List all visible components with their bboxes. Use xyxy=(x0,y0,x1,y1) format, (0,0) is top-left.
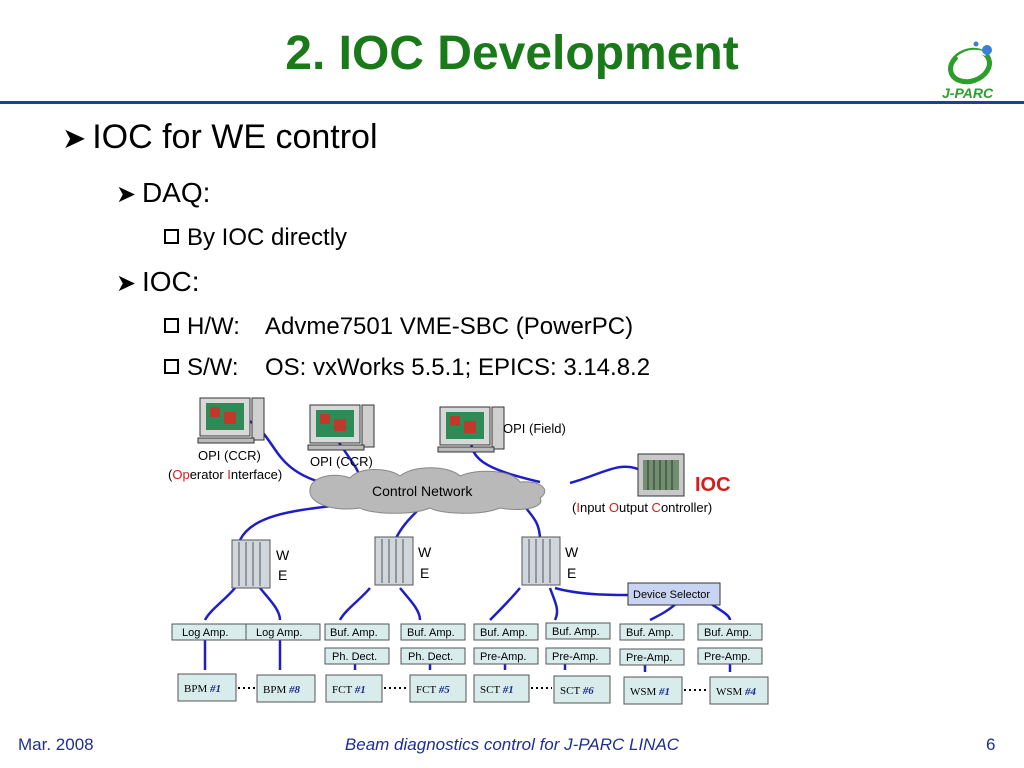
device-row: BPM #1 BPM #8 FCT #1 FCT #5 SCT #1 SCT #… xyxy=(177,673,769,705)
sw-value: OS: vxWorks 5.5.1; EPICS: 3.14.8.2 xyxy=(265,354,651,381)
amp-label: Ph. Dect. xyxy=(408,651,453,663)
page-title: 2. IOC Development xyxy=(285,27,739,80)
amp-row-2: Ph. Dect. Ph. Dect. Pre-Amp. Pre-Amp. Pr… xyxy=(324,647,763,666)
device-selector-label: Device Selector xyxy=(633,589,710,601)
opi-full-label: (Operator Interface) xyxy=(168,467,282,482)
amp-label: Log Amp. xyxy=(256,627,302,639)
amp-label: Buf. Amp. xyxy=(480,627,528,639)
device-label: SCT #6 xyxy=(560,685,594,697)
sw-label: S/W: xyxy=(187,354,239,381)
we-w-label: W xyxy=(276,547,290,563)
amp-label: Buf. Amp. xyxy=(330,627,378,639)
hw-value: Advme7501 VME-SBC (PowerPC) xyxy=(265,313,634,340)
footer-title: Beam diagnostics control for J-PARC LINA… xyxy=(344,735,680,754)
we-w-label: W xyxy=(418,544,432,560)
square-bullet-icon xyxy=(164,229,179,245)
opi-field-icon xyxy=(437,406,505,453)
arrow-bullet-icon: ➤ xyxy=(116,181,136,208)
opi-ccr-1-label: OPI (CCR) xyxy=(198,448,261,463)
opi-field-label: OPI (Field) xyxy=(503,421,566,436)
ioc-crate-icon xyxy=(637,453,685,497)
amp-label: Buf. Amp. xyxy=(552,626,600,638)
square-bullet-icon xyxy=(164,359,179,375)
ioc-full-label: (Input Output Controller) xyxy=(572,500,712,515)
we-e-label: E xyxy=(278,567,287,583)
amp-label: Pre-Amp. xyxy=(480,651,526,663)
amp-row-1: Log Amp. Log Amp. Buf. Amp. Buf. Amp. Bu… xyxy=(171,622,763,641)
arrow-bullet-icon: ➤ xyxy=(62,123,87,155)
bullet-ioc-we: ➤IOC for WE control xyxy=(62,118,378,157)
device-label: BPM #8 xyxy=(263,684,301,696)
amp-label: Buf. Amp. xyxy=(626,627,674,639)
system-diagram: OPI (CCR) (Operator Interface) OPI (CCR)… xyxy=(168,397,769,705)
amp-label: Log Amp. xyxy=(182,627,228,639)
device-label: FCT #5 xyxy=(416,684,450,696)
we-crate-1: W E xyxy=(231,539,290,589)
amp-label: Ph. Dect. xyxy=(332,651,377,663)
square-bullet-icon xyxy=(164,318,179,334)
bullet-ioc-text: IOC: xyxy=(141,266,200,297)
bullet-daq-item: By IOC directly xyxy=(164,224,347,252)
logo-text: J-PARC xyxy=(942,85,994,101)
device-label: BPM #1 xyxy=(184,683,221,695)
device-label: SCT #1 xyxy=(480,684,514,696)
amp-label: Pre-Amp. xyxy=(704,651,750,663)
device-label: WSM #4 xyxy=(716,686,757,698)
bullet-ioc-we-text: IOC for WE control xyxy=(92,118,378,156)
bullet-daq-item-text: By IOC directly xyxy=(187,224,348,251)
device-label: WSM #1 xyxy=(630,686,670,698)
amp-label: Buf. Amp. xyxy=(704,627,752,639)
device-selector: Device Selector xyxy=(627,582,721,606)
bullet-ioc: ➤IOC: xyxy=(116,266,200,298)
bullet-daq-text: DAQ: xyxy=(141,177,211,208)
amp-label: Pre-Amp. xyxy=(626,652,672,664)
we-crate-3: W E xyxy=(521,536,579,586)
hw-label: H/W: xyxy=(187,313,240,340)
control-network-label: Control Network xyxy=(372,483,473,499)
device-label: FCT #1 xyxy=(332,684,366,696)
we-e-label: E xyxy=(567,565,576,581)
footer-date: Mar. 2008 xyxy=(18,735,94,754)
ioc-label: IOC xyxy=(695,474,731,496)
we-w-label: W xyxy=(565,544,579,560)
arrow-bullet-icon: ➤ xyxy=(116,270,136,297)
j-parc-logo: J-PARC xyxy=(942,41,994,101)
amp-label: Buf. Amp. xyxy=(407,627,455,639)
control-network-cloud: Control Network xyxy=(309,467,546,514)
opi-ccr-2-icon xyxy=(307,404,375,451)
footer-page-number: 6 xyxy=(986,735,996,754)
opi-ccr-2-label: OPI (CCR) xyxy=(310,454,373,469)
title-rule xyxy=(0,101,1024,104)
opi-ccr-1-icon xyxy=(197,397,265,444)
bullet-sw: S/W: OS: vxWorks 5.5.1; EPICS: 3.14.8.2 xyxy=(164,354,650,382)
we-crate-2: W E xyxy=(374,536,432,586)
bullet-daq: ➤DAQ: xyxy=(116,177,210,209)
we-e-label: E xyxy=(420,565,429,581)
bullet-hw: H/W: Advme7501 VME-SBC (PowerPC) xyxy=(164,313,633,341)
amp-label: Pre-Amp. xyxy=(552,651,598,663)
